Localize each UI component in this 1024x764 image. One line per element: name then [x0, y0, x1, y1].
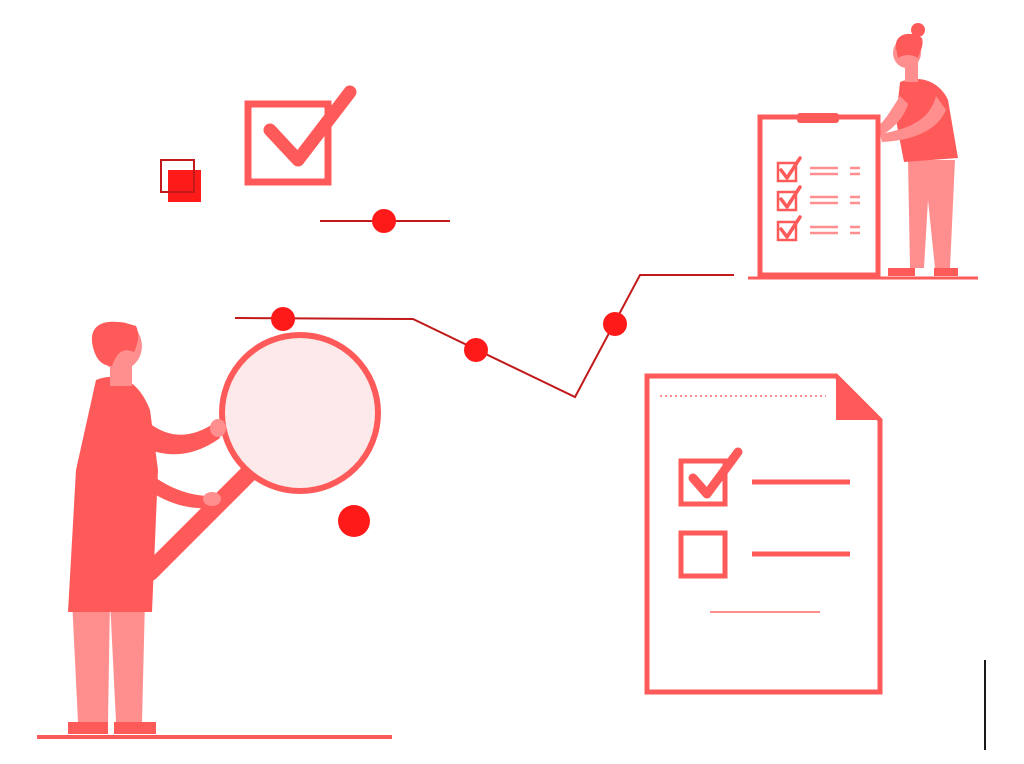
- clipboard-checklist-icon: [757, 113, 881, 278]
- progress-timeline: [234, 274, 734, 399]
- document-checked-item: [678, 447, 850, 507]
- decor-dot: [338, 505, 370, 537]
- clipboard-checklist-row: [776, 156, 860, 183]
- checklist-document-icon: [644, 373, 883, 695]
- clipboard-checklist-row: [776, 215, 860, 242]
- timeline-marker: [464, 338, 488, 362]
- document-unchecked-item: [678, 530, 850, 579]
- overlapping-squares-icon: [160, 159, 201, 202]
- floating-dash-marker: [320, 209, 450, 233]
- clipboard-checklist-row: [776, 185, 860, 212]
- magnifying-glass-icon: [219, 332, 381, 494]
- checked-box-icon: [244, 85, 357, 186]
- timeline-marker: [271, 307, 295, 331]
- timeline-marker: [603, 312, 627, 336]
- person-with-clipboard: [748, 23, 978, 280]
- person-with-magnifier: [37, 321, 392, 739]
